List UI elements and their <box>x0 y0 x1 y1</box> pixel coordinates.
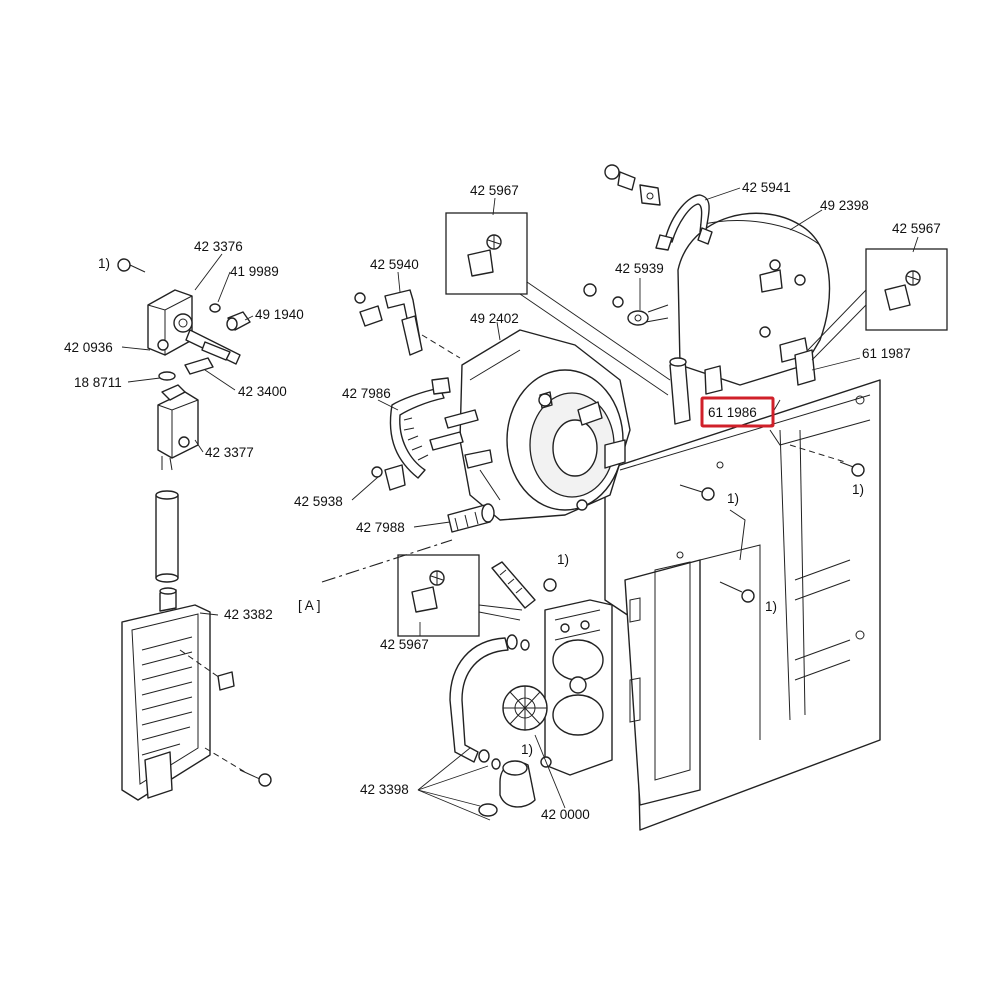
label-491940: 49 1940 <box>255 307 304 322</box>
label-427988: 42 7988 <box>356 520 405 535</box>
note-marker: 1) <box>727 491 739 506</box>
thermostat-611986 <box>669 357 723 425</box>
note-marker: 1) <box>765 599 777 614</box>
label-427986: 42 7986 <box>342 386 391 401</box>
label-492402: 49 2402 <box>470 311 519 326</box>
label-420936: 42 0936 <box>64 340 113 355</box>
label-611986: 61 1986 <box>708 405 757 420</box>
note-marker: 1) <box>98 256 110 271</box>
hose-427986 <box>389 377 451 479</box>
washer-419989 <box>209 303 221 313</box>
label-423398: 42 3398 <box>360 782 409 797</box>
screw-filter-1 <box>179 649 235 691</box>
tube-connector <box>155 490 179 583</box>
hose-427988 <box>447 503 495 533</box>
cable-425941 <box>655 194 713 251</box>
label-611987: 61 1987 <box>862 346 911 361</box>
detail-box-bottom <box>397 554 523 637</box>
label-425940: 42 5940 <box>370 257 419 272</box>
label-425967-top: 42 5967 <box>470 183 519 198</box>
note-markers: 1) 1) 1) 1) 1) 1) [ A ] <box>98 256 864 757</box>
sensor-425940 <box>354 289 461 359</box>
label-425967-bottom: 42 5967 <box>380 637 429 652</box>
view-marker-a: [ A ] <box>298 598 321 613</box>
label-492398: 49 2398 <box>820 198 869 213</box>
detail-box-top <box>445 212 671 396</box>
label-425938: 42 5938 <box>294 494 343 509</box>
clip-425938 <box>371 464 406 491</box>
bolt-491940 <box>226 311 251 331</box>
label-419989: 41 9989 <box>230 264 279 279</box>
screw-panel-top-right <box>789 444 865 477</box>
screw-filter-2 <box>204 747 272 787</box>
label-423376: 42 3376 <box>194 239 243 254</box>
heater-housing-492402 <box>459 329 631 521</box>
screw-top-left <box>117 258 146 273</box>
screw-425939 <box>583 283 669 326</box>
hose-423398 <box>449 634 530 770</box>
hose-upper <box>491 561 557 609</box>
gear-420000 <box>502 685 548 731</box>
screw-cable <box>604 164 661 206</box>
valve-coil-423377 <box>157 384 199 471</box>
valve-bracket <box>544 599 613 776</box>
highlight-box <box>700 396 775 428</box>
label-425939: 42 5939 <box>615 261 664 276</box>
note-marker: 1) <box>521 742 533 757</box>
label-425941: 42 5941 <box>742 180 791 195</box>
label-423382: 42 3382 <box>224 607 273 622</box>
screw-panel-mid <box>679 484 715 501</box>
label-425967-right: 42 5967 <box>892 221 941 236</box>
note-marker: 1) <box>852 482 864 497</box>
o-ring-188711 <box>158 371 176 381</box>
part-labels: 42 5967 42 5941 49 2398 42 5967 42 3376 … <box>64 180 941 822</box>
valve-block <box>147 289 241 375</box>
chassis-panel <box>604 379 881 831</box>
leader-lines <box>121 187 919 821</box>
elbow-fitting <box>478 760 536 817</box>
connector-pins <box>429 409 493 469</box>
note-marker: 1) <box>557 552 569 567</box>
label-423377: 42 3377 <box>205 445 254 460</box>
label-423400: 42 3400 <box>238 384 287 399</box>
filter-housing-423382 <box>121 587 211 801</box>
detail-box-right <box>807 248 948 361</box>
label-188711: 18 8711 <box>74 375 122 390</box>
thermostat-611987 <box>794 349 816 386</box>
screw-panel-right <box>719 581 755 603</box>
label-420000: 42 0000 <box>541 807 590 822</box>
axis-line-a <box>321 539 453 583</box>
